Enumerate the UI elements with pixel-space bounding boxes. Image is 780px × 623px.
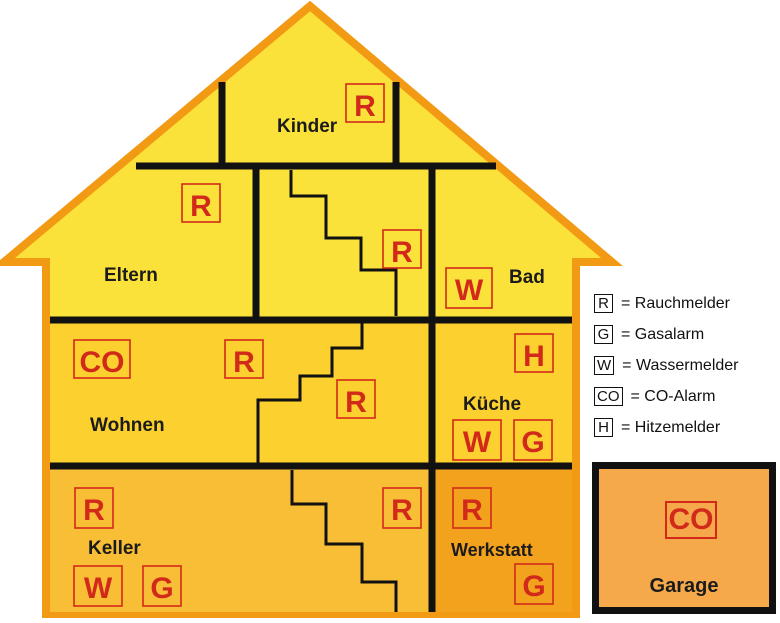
detector-label: W bbox=[455, 274, 484, 307]
detector-wohnen-co: CO bbox=[73, 339, 131, 379]
legend-code: W bbox=[594, 356, 615, 375]
room-label-kinder: Kinder bbox=[277, 116, 338, 137]
detector-label: W bbox=[84, 572, 113, 605]
room-label-eltern: Eltern bbox=[104, 265, 158, 286]
detector-stair-middle-r: R bbox=[336, 379, 376, 419]
legend-label: = Hitzemelder bbox=[621, 418, 721, 436]
detector-keller-r: R bbox=[74, 487, 114, 529]
detector-label: R bbox=[391, 236, 413, 269]
room-label-werkstatt: Werkstatt bbox=[451, 540, 533, 560]
detector-label: G bbox=[150, 572, 173, 605]
detector-label: CO bbox=[80, 346, 125, 379]
detector-kueche-g: G bbox=[513, 419, 553, 461]
detector-bad-w: W bbox=[445, 267, 493, 309]
room-label-keller: Keller bbox=[88, 538, 141, 559]
detector-label: R bbox=[461, 494, 483, 527]
legend-row-gasalarm: G = Gasalarm bbox=[594, 319, 780, 350]
detector-label: R bbox=[354, 90, 376, 123]
walls bbox=[50, 82, 572, 612]
detector-kueche-w: W bbox=[452, 419, 502, 461]
legend-code: R bbox=[594, 294, 613, 313]
legend: R = Rauchmelder G = Gasalarm W = Wasserm… bbox=[594, 288, 780, 443]
legend-row-wassermelder: W = Wassermelder bbox=[594, 350, 780, 381]
floor-middle bbox=[50, 322, 572, 466]
detector-kinder-r: R bbox=[345, 83, 385, 123]
detector-label: H bbox=[523, 340, 545, 373]
garage: CO Garage bbox=[592, 462, 776, 614]
werkstatt-fill bbox=[434, 466, 572, 612]
detector-label: W bbox=[463, 426, 492, 459]
detector-label: R bbox=[190, 190, 212, 223]
detector-label: G bbox=[522, 570, 545, 603]
room-label-wohnen: Wohnen bbox=[90, 415, 165, 436]
detector-eltern-r: R bbox=[181, 183, 221, 223]
legend-label: = CO-Alarm bbox=[630, 387, 716, 405]
room-label-bad: Bad bbox=[509, 267, 545, 288]
detector-werkstatt-r: R bbox=[452, 487, 492, 529]
detector-label: R bbox=[391, 494, 413, 527]
legend-label: = Wassermelder bbox=[622, 356, 739, 374]
legend-code: CO bbox=[594, 387, 623, 406]
detector-keller-g: G bbox=[142, 565, 182, 607]
detector-label: G bbox=[521, 426, 544, 459]
detector-label: R bbox=[83, 494, 105, 527]
detector-wohnen-r: R bbox=[224, 339, 264, 379]
legend-row-hitzemelder: H = Hitzemelder bbox=[594, 412, 780, 443]
room-label-kueche: Küche bbox=[463, 394, 521, 415]
detector-label: R bbox=[233, 346, 255, 379]
legend-row-rauchmelder: R = Rauchmelder bbox=[594, 288, 780, 319]
room-label-garage: Garage bbox=[649, 575, 719, 597]
detector-werkstatt-g: G bbox=[514, 563, 554, 605]
detector-stair-lower-r: R bbox=[382, 487, 422, 529]
stairs bbox=[256, 170, 398, 612]
legend-code: G bbox=[594, 325, 613, 344]
detector-garage-co: CO bbox=[665, 501, 717, 539]
legend-code: H bbox=[594, 418, 613, 437]
legend-label: = Gasalarm bbox=[621, 325, 705, 343]
detector-stair-upper-r: R bbox=[382, 229, 422, 269]
detector-kueche-h: H bbox=[514, 333, 554, 373]
legend-label: = Rauchmelder bbox=[621, 294, 730, 312]
detector-label: R bbox=[345, 386, 367, 419]
detector-keller-w: W bbox=[73, 565, 123, 607]
legend-row-co-alarm: CO = CO-Alarm bbox=[594, 381, 780, 412]
